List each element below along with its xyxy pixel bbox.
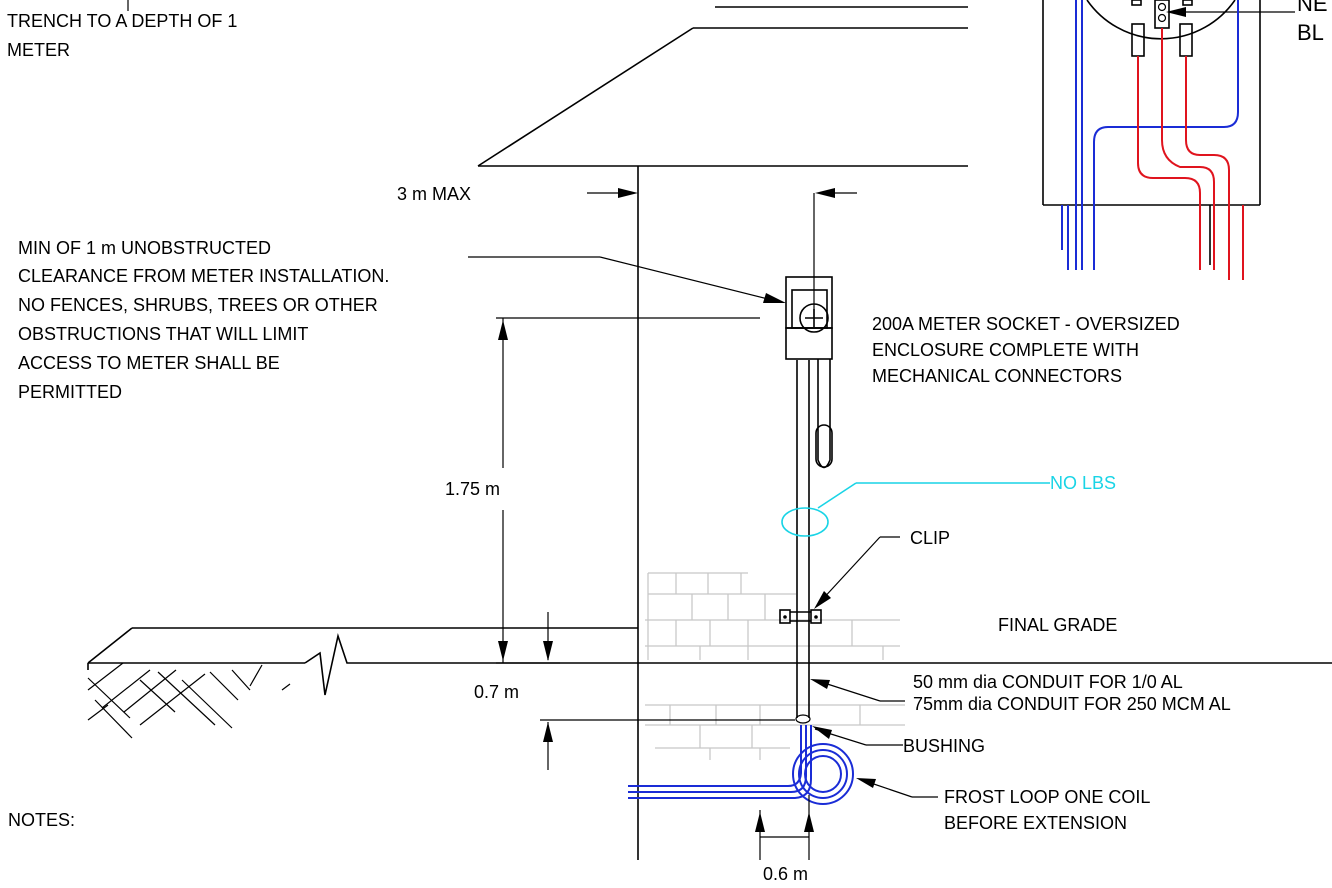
- clearance-leader: [468, 256, 786, 303]
- clearance-text-line5: ACCESS TO METER SHALL BE: [18, 353, 280, 373]
- frost-loop-cable: [628, 725, 854, 805]
- conduit-text-line2: 75mm dia CONDUIT FOR 250 MCM AL: [913, 694, 1231, 714]
- frost-loop-leader: [856, 778, 938, 798]
- max-offset-label: 3 m MAX: [397, 184, 471, 204]
- dim-0-7m: [540, 612, 795, 770]
- clearance-text-line1: MIN OF 1 m UNOBSTRUCTED: [18, 238, 271, 258]
- clip: [779, 609, 822, 624]
- trench-text-line1: TRENCH TO A DEPTH OF 1: [7, 11, 237, 31]
- clearance-text-line2: CLEARANCE FROM METER INSTALLATION.: [18, 266, 389, 286]
- meter-socket: [785, 276, 833, 469]
- soil-hatching: [87, 662, 291, 739]
- trench-text-line2: METER: [7, 40, 70, 60]
- clip-label: CLIP: [910, 528, 950, 548]
- bushing-leader: [812, 726, 903, 746]
- brick-wall: [645, 572, 905, 760]
- clearance-text-line4: OBSTRUCTIONS THAT WILL LIMIT: [18, 324, 308, 344]
- cropped-label-bottom: BL: [1297, 20, 1324, 45]
- dim-3m-max: [587, 188, 857, 318]
- clearance-text-line6: PERMITTED: [18, 382, 122, 402]
- meter-socket-text-line2: ENCLOSURE COMPLETE WITH: [872, 340, 1139, 360]
- dim-1-75m: [496, 317, 760, 664]
- frost-loop-text-line2: BEFORE EXTENSION: [944, 813, 1127, 833]
- cropped-label-top: NE: [1297, 0, 1328, 16]
- notes-heading: NOTES:: [8, 810, 75, 830]
- no-lbs-label: NO LBS: [1050, 473, 1116, 493]
- roof-outline: [477, 6, 968, 167]
- frost-loop-text-line1: FROST LOOP ONE COIL: [944, 787, 1150, 807]
- clearance-text-line3: NO FENCES, SHRUBS, TREES OR OTHER: [18, 295, 378, 315]
- depth-dimension-label: 0.7 m: [474, 682, 519, 702]
- clip-leader: [814, 536, 900, 609]
- final-grade-label: FINAL GRADE: [998, 615, 1117, 635]
- meter-socket-inset: [1042, 0, 1295, 280]
- conduit: [795, 360, 811, 724]
- no-lbs-callout: [781, 482, 1050, 537]
- bushing-label: BUSHING: [903, 736, 985, 756]
- conduit-leader: [810, 679, 905, 702]
- dim-0-6m: [755, 795, 814, 860]
- meter-socket-text-line3: MECHANICAL CONNECTORS: [872, 366, 1122, 386]
- meter-socket-text-line1: 200A METER SOCKET - OVERSIZED: [872, 314, 1180, 334]
- height-dimension-label: 1.75 m: [445, 479, 500, 499]
- conduit-text-line1: 50 mm dia CONDUIT FOR 1/0 AL: [913, 672, 1183, 692]
- loop-width-label: 0.6 m: [763, 864, 808, 884]
